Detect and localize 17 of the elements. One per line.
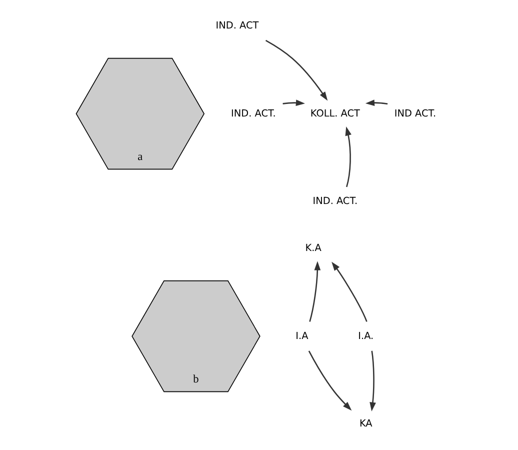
node-text: KA xyxy=(358,418,372,430)
node-text: IND. ACT. xyxy=(312,196,358,208)
arrow xyxy=(331,262,367,322)
node-text: IND. ACT. xyxy=(230,108,276,120)
node-text: I.A xyxy=(295,330,308,342)
arrow xyxy=(264,40,328,101)
node-text: I.A. xyxy=(358,330,374,342)
node-text: IND. ACT xyxy=(215,20,258,32)
node-text: IND ACT. xyxy=(394,108,436,120)
node-text: KOLL. ACT xyxy=(310,108,360,120)
arrow xyxy=(364,100,388,106)
arrow xyxy=(369,350,376,412)
arrow xyxy=(308,261,320,322)
arrow xyxy=(282,100,304,106)
arrow xyxy=(344,126,351,188)
arrow xyxy=(308,350,352,411)
node-text: K.A xyxy=(304,242,321,254)
